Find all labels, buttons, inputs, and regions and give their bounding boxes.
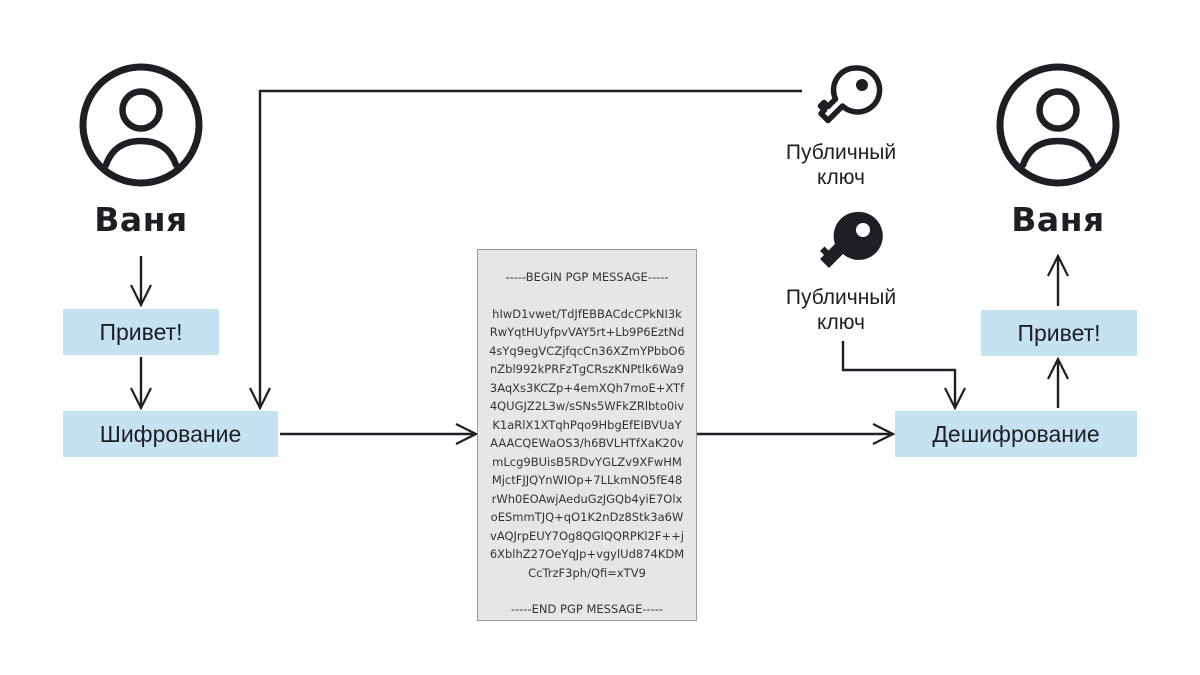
public-key-label-line2: ключ xyxy=(817,166,865,189)
arrow-public-key-to-encrypt xyxy=(260,89,802,408)
pgp-line: 3AqXs3KCZp+4emXQh7moE+XTf xyxy=(489,380,685,395)
sender-message-box: Привет! xyxy=(63,309,219,355)
encrypt-label: Шифрование xyxy=(99,420,242,447)
decrypt-label: Дешифрование xyxy=(932,420,1100,447)
pgp-line: 4sYq9egVCZjfqcCn36XZmYPbbO6 xyxy=(489,343,685,358)
pgp-footer: -----END PGP MESSAGE----- xyxy=(510,602,664,616)
key-filled-icon xyxy=(815,208,885,283)
pgp-line: RwYqtHUyfpvVAY5rt+Lb9P6EztNd xyxy=(489,325,685,339)
pgp-line: K1aRlX1XTqhPqo9HbgEfEIBVUaY xyxy=(492,417,682,432)
receiver-name: Ваня xyxy=(1011,200,1105,239)
pgp-line: nZbl992kPRFzTgCRszKNPtlk6Wa9 xyxy=(490,362,684,376)
pgp-line: rWh0EOAwjAeduGzJGQb4yiE7Olx xyxy=(491,491,683,506)
private-key-label-line2: ключ xyxy=(817,311,865,334)
sender-name: Ваня xyxy=(94,200,188,239)
arrow-private-key-to-decrypt xyxy=(841,341,955,408)
pgp-line: 4QUGJZ2L3w/sSNs5WFkZRlbto0iv xyxy=(489,399,685,413)
receiver-message-box: Привет! xyxy=(981,310,1137,356)
pgp-header: -----BEGIN PGP MESSAGE----- xyxy=(505,270,669,284)
sender-message: Привет! xyxy=(99,318,183,345)
sender-user-icon xyxy=(78,62,204,193)
public-key-label: Публичный ключ xyxy=(756,140,926,190)
receiver-user-icon xyxy=(995,62,1121,193)
pgp-line: AAACQEWaOS3/h6BVLHTfXaK20v xyxy=(490,436,684,450)
key-outline-icon xyxy=(815,62,885,137)
encrypt-box: Шифрование xyxy=(63,411,278,457)
private-key-label-line1: Публичный xyxy=(785,286,897,309)
pgp-line: 6XblhZ27OeYqJp+vgylUd874KDM xyxy=(489,547,685,561)
pgp-line: vAQJrpEUY7Og8QGlQQRPKl2F++j xyxy=(490,528,684,543)
pgp-line: CcTrzF3ph/Qfi=xTV9 xyxy=(528,565,646,580)
pgp-message-block: -----BEGIN PGP MESSAGE----- hIwD1vwet/Td… xyxy=(477,249,697,621)
pgp-line: MjctFJJQYnWIOp+7LLkmNO5fE48 xyxy=(491,473,683,487)
pgp-line: hIwD1vwet/TdJfEBBACdcCPkNI3k xyxy=(492,306,682,321)
pgp-line: mLcg9BUisB5RDvYGLZv9XFwHM xyxy=(492,454,682,469)
pgp-line: oESmmTJQ+qO1K2nDz8Stk3a6W xyxy=(490,510,684,524)
public-key-label-line1: Публичный xyxy=(785,141,897,164)
decrypt-box: Дешифрование xyxy=(895,411,1137,457)
receiver-message: Привет! xyxy=(1017,319,1101,346)
private-key-label: Публичный ключ xyxy=(756,285,926,335)
